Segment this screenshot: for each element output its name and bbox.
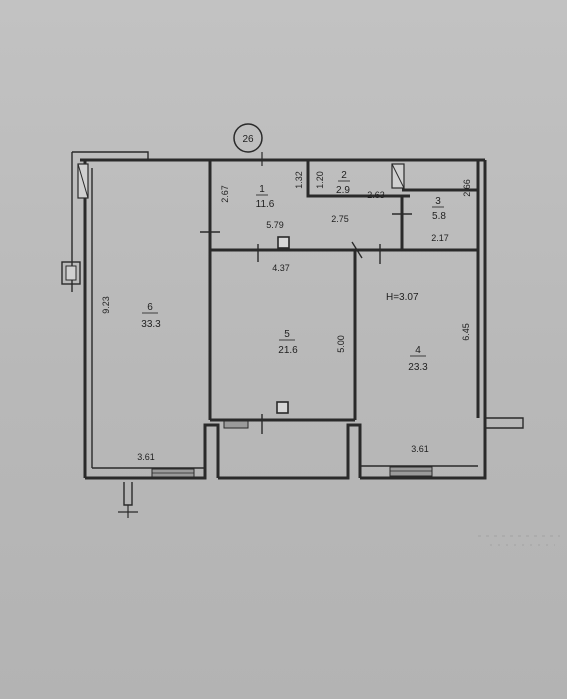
room-1-id: 1 [259, 184, 265, 195]
room-5-area: 21.6 [278, 345, 298, 356]
room-4-area: 23.3 [408, 362, 428, 373]
dim-1-20: 1.20 [315, 171, 325, 189]
dim-1-32: 1.32 [294, 171, 304, 189]
ceiling-height-note: H=3.07 [386, 292, 419, 303]
room-1-label: 1 11.6 [256, 184, 275, 210]
room-1-area: 11.6 [256, 199, 275, 210]
room-3-label: 3 5.8 [432, 196, 446, 222]
dimension-labels: 2.67 1.32 1.20 2.63 2.66 5.79 2.75 2.17 … [101, 171, 472, 462]
dim-3-61-right: 3.61 [411, 444, 429, 454]
dim-2-63: 2.63 [367, 190, 385, 200]
outer-walls [61, 151, 524, 518]
shafts [65, 163, 405, 414]
paper-marks [478, 535, 560, 546]
dim-2-66: 2.66 [462, 179, 472, 197]
room-5-id: 5 [284, 329, 290, 340]
dim-4-37: 4.37 [272, 263, 290, 273]
room-6-id: 6 [147, 302, 153, 313]
dim-2-75: 2.75 [331, 214, 349, 224]
room-6-area: 33.3 [141, 319, 161, 330]
axis-marker-label: 26 [242, 134, 254, 145]
dim-9-23: 9.23 [101, 296, 111, 314]
dim-6-45: 6.45 [461, 323, 471, 341]
dim-5-79: 5.79 [266, 220, 284, 230]
room-3-area: 5.8 [432, 211, 446, 222]
windows [151, 420, 433, 478]
room-2-label: 2 2.9 [336, 170, 350, 196]
dim-3-61-left: 3.61 [137, 452, 155, 462]
room-4-label: 4 23.3 [408, 345, 428, 373]
room-2-id: 2 [341, 170, 347, 181]
dim-5-00: 5.00 [336, 335, 346, 353]
dim-2-17: 2.17 [431, 233, 449, 243]
door-marks [200, 213, 412, 434]
room-4-id: 4 [415, 345, 421, 356]
interior-walls [91, 160, 480, 469]
dim-2-67: 2.67 [220, 185, 230, 203]
room-3-id: 3 [435, 196, 441, 207]
room-2-area: 2.9 [336, 185, 350, 196]
room-5-label: 5 21.6 [278, 329, 298, 356]
room-6-label: 6 33.3 [141, 302, 161, 330]
